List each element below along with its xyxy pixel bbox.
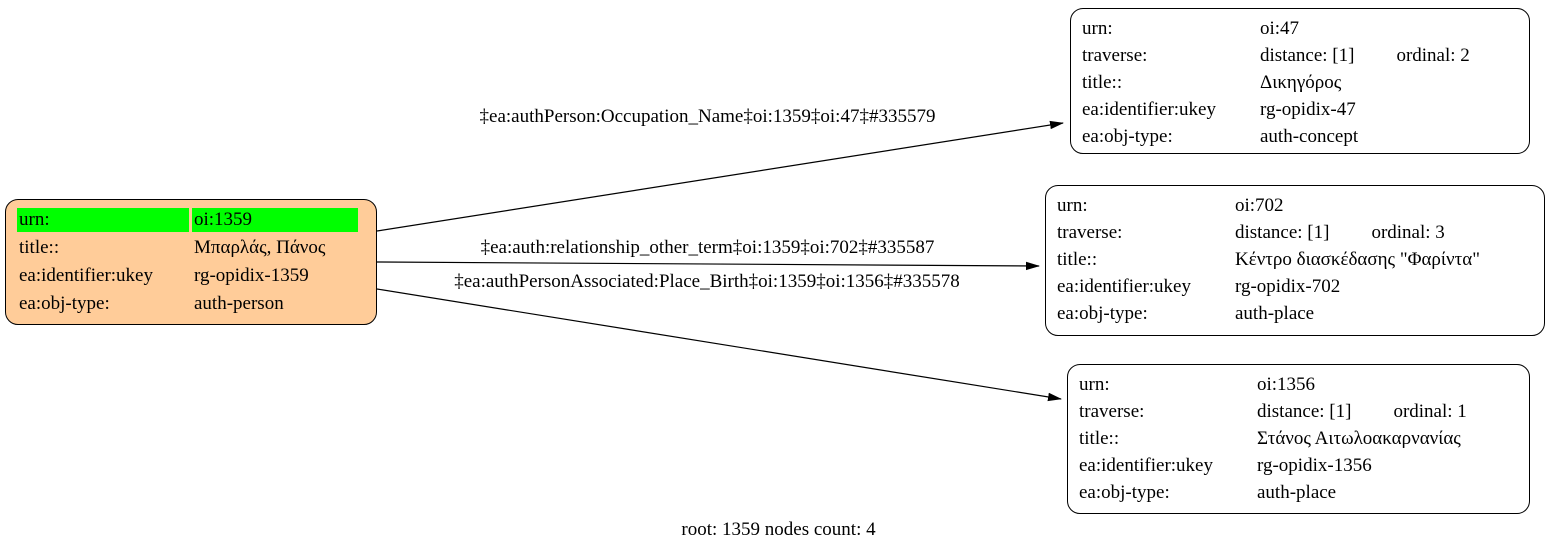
row-value: auth-concept — [1260, 125, 1359, 147]
row-label: traverse: — [1057, 221, 1123, 243]
row-label: title:: — [1079, 427, 1120, 449]
node-row-objtype: ea:obj-type: auth-place — [1079, 479, 1523, 506]
row-value: auth-place — [1257, 481, 1337, 503]
node-row-ukey: ea:identifier:ukey rg-opidix-47 — [1082, 96, 1523, 123]
row-value: oi:1356 — [1257, 373, 1316, 395]
row-label: ea:identifier:ukey — [1057, 275, 1191, 297]
traverse-distance: distance: [1] — [1260, 44, 1355, 66]
graph-caption: root: 1359 nodes count: 4 — [681, 519, 876, 540]
row-label: urn: — [1082, 17, 1113, 39]
node-row-title: title:: Στάνος Αιτωλοακαρνανίας — [1079, 425, 1523, 452]
row-value: oi:47 — [1260, 17, 1300, 39]
row-value: rg-opidix-47 — [1260, 98, 1356, 120]
node-oi-702: urn: oi:702 traverse: distance: [1] ordi… — [1045, 185, 1545, 336]
row-label: ea:obj-type: — [1079, 481, 1170, 503]
row-label: urn: — [1057, 194, 1088, 216]
node-row-urn: urn: oi:702 — [1057, 192, 1538, 219]
row-label: ea:identifier:ukey — [1079, 454, 1213, 476]
edge-line-relationship — [376, 261, 1040, 271]
traverse-distance: distance: [1] — [1235, 221, 1330, 243]
node-row-urn: urn: oi:1356 — [1079, 371, 1523, 398]
node-row-title: title:: Μπαρλάς, Πάνος — [17, 234, 370, 262]
row-value: oi:1359 — [192, 208, 358, 232]
node-row-ukey: ea:identifier:ukey rg-opidix-1356 — [1079, 452, 1523, 479]
traverse-ordinal: ordinal: 2 — [1396, 44, 1470, 66]
row-value: Μπαρλάς, Πάνος — [194, 237, 326, 258]
node-row-urn: urn: oi:47 — [1082, 15, 1523, 42]
edge-line-place-birth — [376, 288, 1062, 402]
row-label: title:: — [19, 237, 60, 258]
row-label: ea:obj-type: — [1057, 302, 1148, 324]
row-label: title:: — [1057, 248, 1098, 270]
edge-label-place-birth: ‡ea:authPersonAssociated:Place_Birth‡oi:… — [454, 271, 960, 292]
row-label: ea:obj-type: — [19, 293, 110, 314]
row-label: traverse: — [1079, 400, 1145, 422]
node-row-title: title:: Κέντρο διασκέδασης "Φαρίντα" — [1057, 246, 1538, 273]
node-row-objtype: ea:obj-type: auth-concept — [1082, 123, 1523, 150]
node-oi-1356: urn: oi:1356 traverse: distance: [1] ord… — [1067, 364, 1530, 514]
edge-label-occupation: ‡ea:authPerson:Occupation_Name‡oi:1359‡o… — [479, 106, 936, 127]
row-value: Δικηγόρος — [1260, 71, 1342, 93]
node-table: urn: oi:1356 traverse: distance: [1] ord… — [1068, 365, 1529, 506]
row-label: traverse: — [1082, 44, 1148, 66]
node-row-traverse: traverse: distance: [1] ordinal: 3 — [1057, 219, 1538, 246]
node-row-ukey: ea:identifier:ukey rg-opidix-1359 — [17, 262, 370, 290]
edge-label-relationship: ‡ea:auth:relationship_other_term‡oi:1359… — [480, 237, 935, 258]
node-row-objtype: ea:obj-type: auth-person — [17, 290, 370, 318]
node-table: urn: oi:702 traverse: distance: [1] ordi… — [1046, 186, 1544, 327]
node-row-ukey: ea:identifier:ukey rg-opidix-702 — [1057, 273, 1538, 300]
traverse-ordinal: ordinal: 1 — [1393, 400, 1467, 422]
edge-line-occupation — [376, 120, 1064, 232]
node-row-traverse: traverse: distance: [1] ordinal: 2 — [1082, 42, 1523, 69]
row-label: ea:identifier:ukey — [1082, 98, 1216, 120]
row-label: title:: — [1082, 71, 1123, 93]
node-row-objtype: ea:obj-type: auth-place — [1057, 300, 1538, 327]
row-value: auth-place — [1235, 302, 1315, 324]
row-label: urn: — [17, 208, 189, 232]
row-value: oi:702 — [1235, 194, 1284, 216]
row-label: urn: — [1079, 373, 1110, 395]
node-row-traverse: traverse: distance: [1] ordinal: 1 — [1079, 398, 1523, 425]
node-row-title: title:: Δικηγόρος — [1082, 69, 1523, 96]
row-value: Κέντρο διασκέδασης "Φαρίντα" — [1235, 248, 1480, 270]
traverse-ordinal: ordinal: 3 — [1371, 221, 1445, 243]
row-value: rg-opidix-1359 — [194, 265, 309, 286]
node-table: urn: oi:47 traverse: distance: [1] ordin… — [1071, 9, 1529, 150]
node-table: urn: oi:1359 title:: Μπαρλάς, Πάνος ea:i… — [6, 200, 376, 318]
row-label: ea:identifier:ukey — [19, 265, 153, 286]
row-value: auth-person — [194, 293, 284, 314]
row-value: Στάνος Αιτωλοακαρνανίας — [1257, 427, 1461, 449]
traverse-distance: distance: [1] — [1257, 400, 1352, 422]
row-label: ea:obj-type: — [1082, 125, 1173, 147]
row-value: rg-opidix-702 — [1235, 275, 1341, 297]
node-oi-47: urn: oi:47 traverse: distance: [1] ordin… — [1070, 8, 1530, 154]
node-root-oi-1359: urn: oi:1359 title:: Μπαρλάς, Πάνος ea:i… — [5, 199, 377, 325]
row-value: rg-opidix-1356 — [1257, 454, 1372, 476]
node-row-urn: urn: oi:1359 — [17, 206, 370, 234]
